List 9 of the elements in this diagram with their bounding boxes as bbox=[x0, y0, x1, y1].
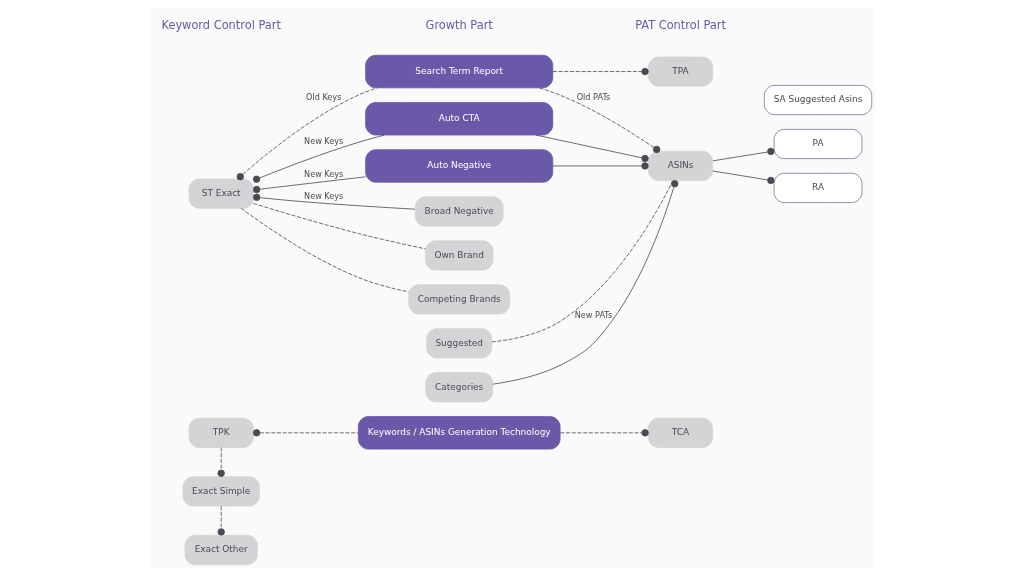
edge-label: New Keys bbox=[303, 191, 343, 202]
label: PAT Control Part bbox=[634, 18, 726, 32]
edge-label: New Keys bbox=[303, 135, 343, 146]
edge-label: New Keys bbox=[303, 169, 343, 180]
edge-label: Old PATs bbox=[576, 92, 610, 103]
edge-label: Old Keys bbox=[305, 92, 341, 103]
edge-label: New PATs bbox=[574, 310, 612, 321]
label: Growth Part bbox=[425, 18, 493, 32]
label: Keyword Control Part bbox=[161, 18, 281, 32]
